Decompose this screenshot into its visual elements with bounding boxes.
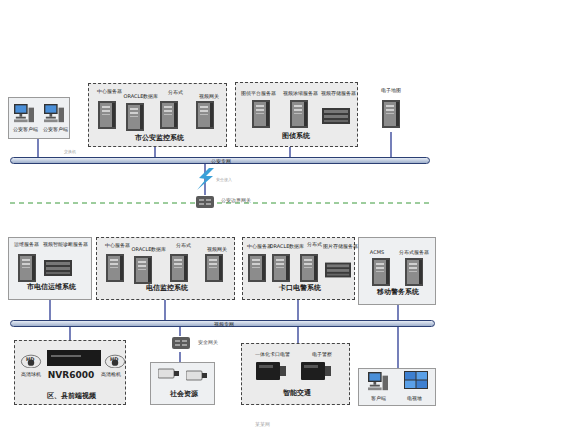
frontend-box: 高清球机NVR6000高清枪机区、县前端视频 <box>14 340 126 405</box>
network-link <box>179 327 180 336</box>
node-text: ORACLE数据库 <box>119 94 163 100</box>
node-text: 图片存储服务器 <box>323 244 355 250</box>
system-box: 中心服务器ORACLE数据库分布式图片存储服务器卡口电警系统 <box>242 237 355 300</box>
node-text: 客户端 <box>361 396 395 402</box>
node-text: 视频存储服务器 <box>318 91 358 97</box>
annotation-label: 某某网 <box>255 422 270 428</box>
system-box: 中心服务器ORACLE数据库分布式视频网关市公安监控系统 <box>88 83 227 147</box>
network-link <box>204 164 205 195</box>
node-text: 电视墙 <box>397 396 431 402</box>
node-text: 公安边界网关 <box>216 198 256 204</box>
network-link <box>179 352 180 362</box>
annotation-label: 交换机 <box>64 150 76 154</box>
node-text: 电子警察 <box>302 352 342 358</box>
node-text: 公安客户端 <box>10 127 40 133</box>
node-text: 视频智能诊断服务器 <box>39 242 91 248</box>
network-band: 公安专网 <box>10 157 430 164</box>
network-link <box>297 327 298 343</box>
node-text: 中心服务器 <box>99 243 135 249</box>
network-link <box>390 132 391 157</box>
network-link <box>289 147 290 157</box>
gateway-node: 安全网关 <box>172 336 224 352</box>
system-box: 图侦平台服务器视频浓缩服务器视频存储服务器图侦系统 <box>235 82 358 147</box>
node-text: 高清球机 <box>16 372 46 378</box>
node-text: ORACLE数据库 <box>269 244 305 250</box>
gateway-icon <box>196 196 214 208</box>
node-text: 分布式 <box>167 243 199 249</box>
node-text: 一体化卡口电警 <box>246 352 298 358</box>
node-title: 市公安监控系统 <box>119 135 199 143</box>
node-text: ORACLE数据库 <box>127 247 171 253</box>
node-title: NVR6000 <box>43 371 99 381</box>
node-text: 高清枪机 <box>97 372 125 378</box>
node-title: 电信监控系统 <box>132 285 202 293</box>
system-box: 一体化卡口电警电子警察智能交通 <box>241 343 350 405</box>
node-text: 视频网关 <box>201 247 233 253</box>
node-title: 卡口电警系统 <box>265 285 335 293</box>
annotation-label: HD <box>26 357 34 363</box>
network-link <box>69 327 70 340</box>
node-text: 公安专网 <box>196 158 246 165</box>
client-box: 公安客户端公安客户端 <box>8 97 70 139</box>
network-band: 视频专网 <box>10 320 435 327</box>
node-title: 智能交通 <box>270 390 324 398</box>
network-link <box>154 147 155 157</box>
boundary-line <box>10 203 430 204</box>
node-text: 图侦平台服务器 <box>238 91 278 97</box>
node-text: 公安客户端 <box>40 127 70 133</box>
node-title: 社会资源 <box>159 391 208 399</box>
node-text: 电子地图 <box>375 88 407 94</box>
wireless-symbol <box>197 168 214 190</box>
node-title: 市电信运维系统 <box>17 284 85 292</box>
node-text: 分布式 <box>159 90 191 96</box>
node-title: 移动警务系统 <box>365 289 431 297</box>
network-link <box>397 305 398 320</box>
client-box: 客户端电视墙 <box>358 368 436 406</box>
gateway-icon <box>172 337 190 349</box>
system-box: ACMS 分布式服务器移动警务系统 <box>358 237 436 305</box>
server-node: 电子地图 <box>375 88 407 132</box>
network-link <box>164 300 165 320</box>
node-text: 分布式服务器 <box>395 250 433 256</box>
gateway-node: 公安边界网关 <box>196 195 256 209</box>
node-text: ACMS <box>363 250 391 256</box>
annotation-label: 安全接入 <box>216 178 232 182</box>
node-text: 运维服务器 <box>11 242 41 248</box>
node-title: 区、县前端视频 <box>33 393 109 401</box>
resource-box: 社会资源 <box>150 362 215 405</box>
node-text: 安全网关 <box>192 340 224 346</box>
system-box: 中心服务器ORACLE数据库分布式视频网关电信监控系统 <box>96 237 235 300</box>
node-text: 中心服务器 <box>91 89 127 95</box>
network-link <box>49 300 50 320</box>
annotation-label: HD <box>110 357 118 363</box>
server-icon <box>382 100 400 128</box>
node-text: 视频专网 <box>199 321 249 328</box>
node-text: 视频浓缩服务器 <box>280 91 320 97</box>
node-title: 图侦系统 <box>271 133 321 141</box>
network-link <box>37 139 38 157</box>
system-box: 运维服务器视频智能诊断服务器市电信运维系统 <box>8 237 92 300</box>
node-text: 视频网关 <box>193 94 225 100</box>
network-link <box>297 300 298 320</box>
network-link <box>397 327 398 368</box>
